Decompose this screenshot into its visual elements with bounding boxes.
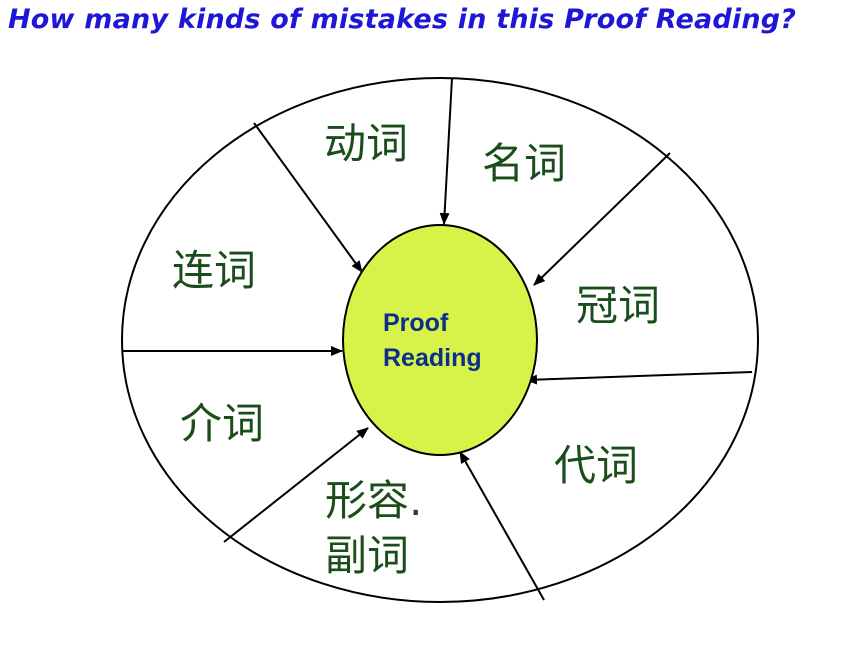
arrow-xingrong-jieci <box>223 427 369 543</box>
center-label-line1: Proof <box>383 309 449 337</box>
question-title: How many kinds of mistakes in this Proof… <box>8 4 797 35</box>
segment-label-dongci: 动词 <box>324 119 408 168</box>
arrow-dongci-mingci <box>439 77 453 225</box>
arrow-lianci-dongci <box>253 122 363 273</box>
segment-label-fuci: 副词 <box>325 531 409 580</box>
center-label-line2: Reading <box>383 344 482 372</box>
segment-label-xingrong: 形容. <box>325 476 422 525</box>
arrow-mingci-guanci <box>533 152 671 286</box>
arrow-guanci-daici <box>525 371 753 385</box>
segment-label-lianci: 连词 <box>172 246 256 295</box>
center-node <box>342 224 538 456</box>
segment-label-guanci: 冠词 <box>576 281 660 330</box>
segment-label-jieci: 介词 <box>180 399 264 448</box>
arrow-daici-xingrong <box>459 451 545 601</box>
segment-label-daici: 代词 <box>554 441 638 490</box>
segment-label-mingci: 名词 <box>482 139 566 188</box>
